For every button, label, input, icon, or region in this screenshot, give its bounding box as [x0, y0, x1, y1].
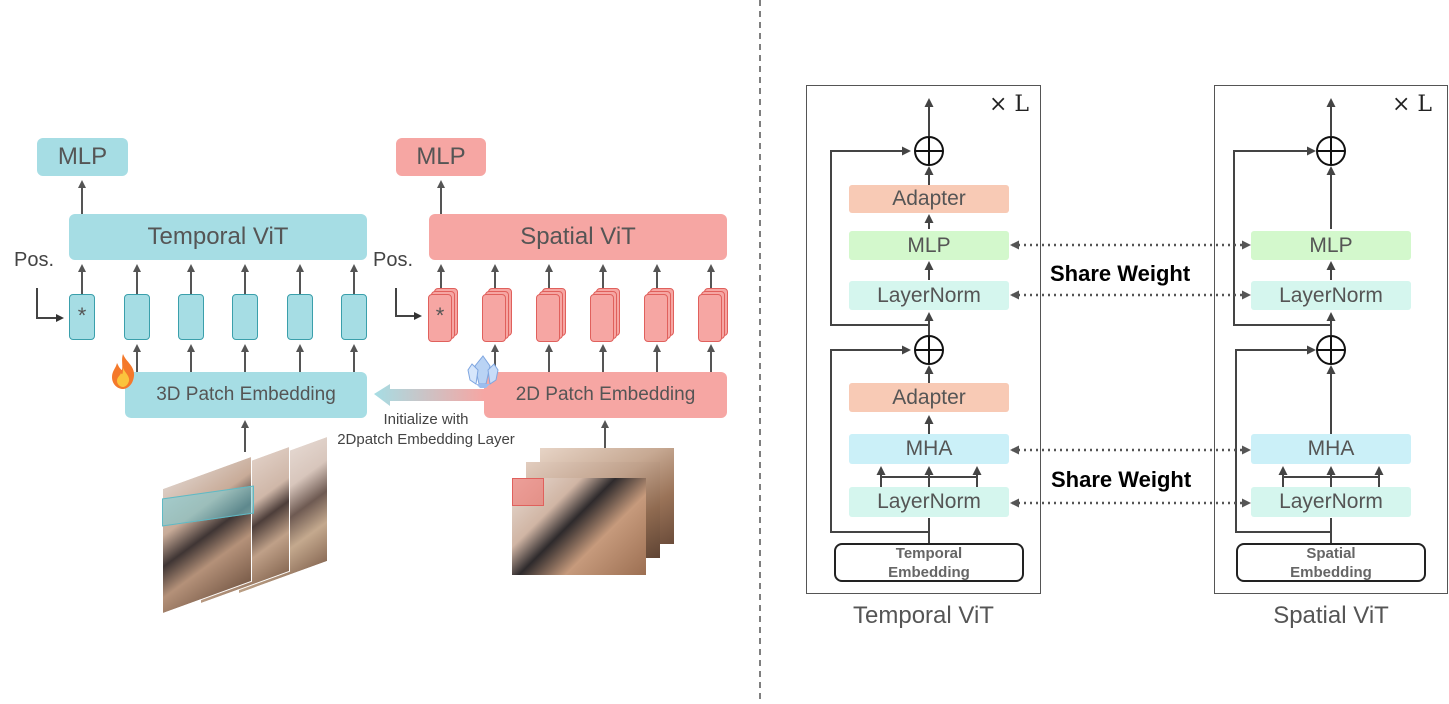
spatial-vit-block: Spatial ViT: [429, 214, 727, 260]
spatial-mlp-head: MLP: [396, 138, 486, 176]
mha-label: MHA: [905, 437, 953, 460]
temporal-mlp-head: MLP: [37, 138, 128, 176]
spatial-block-frame: [1214, 85, 1448, 594]
3d-patch-embedding-label: 3D Patch Embedding: [156, 384, 336, 405]
initialize-note-line-2: 2Dpatch Embedding Layer: [337, 431, 515, 448]
spatial-embedding: Spatial Embedding: [1236, 543, 1426, 582]
mlp-label: MLP: [1309, 233, 1353, 257]
temporal-embedding: Temporal Embedding: [834, 543, 1024, 582]
initialize-arrow: [374, 384, 484, 406]
temporal-embedding-line-2: Embedding: [888, 563, 970, 581]
spatial-embedding-line-1: Spatial: [1306, 544, 1356, 562]
adapter-label: Adapter: [892, 385, 966, 409]
spatial-token-stack: [590, 288, 622, 342]
temporal-token: [232, 294, 258, 340]
spatial-layernorm-bottom: LayerNorm: [1251, 487, 1411, 517]
share-weight-label-bottom: Share Weight: [1051, 467, 1192, 492]
spatial-token-stack: [644, 288, 676, 342]
layernorm-label: LayerNorm: [1279, 283, 1383, 307]
spatial-repeat-label: × L: [1392, 92, 1433, 117]
fire-icon: [112, 354, 135, 389]
2d-patch-embedding: 2D Patch Embedding: [484, 372, 727, 418]
snowflake-icon: [467, 355, 499, 388]
mlp-label: MLP: [907, 233, 951, 257]
temporal-token: [287, 294, 313, 340]
temporal-embedding-line-1: Temporal: [895, 544, 963, 562]
mha-label: MHA: [1307, 437, 1355, 460]
temporal-mlp-label: MLP: [57, 143, 108, 170]
initialize-note-line-1: Initialize with: [383, 411, 469, 428]
layernorm-label: LayerNorm: [1279, 490, 1383, 513]
cls-token-symbol: *: [77, 303, 87, 328]
temporal-adapter-bottom: Adapter: [849, 383, 1009, 412]
residual-add-icon: [914, 335, 944, 365]
patch-highlight: [512, 478, 544, 506]
video-frame-1: [512, 478, 646, 575]
layernorm-label: LayerNorm: [877, 490, 981, 513]
temporal-token: [178, 294, 204, 340]
temporal-mha: MHA: [849, 434, 1009, 464]
temporal-layernorm-top: LayerNorm: [849, 281, 1009, 310]
spatial-layernorm-top: LayerNorm: [1251, 281, 1411, 310]
temporal-vit-caption: Temporal ViT: [853, 602, 994, 629]
temporal-repeat-label: × L: [989, 92, 1030, 117]
cls-token-symbol: *: [435, 303, 445, 328]
spatial-vit-caption: Spatial ViT: [1273, 602, 1389, 629]
spatial-token-stack: [482, 288, 514, 342]
residual-add-icon: [914, 136, 944, 166]
spatial-token-stack: [698, 288, 730, 342]
temporal-layernorm-bottom: LayerNorm: [849, 487, 1009, 517]
temporal-mlp: MLP: [849, 231, 1009, 260]
layernorm-label: LayerNorm: [877, 283, 981, 307]
spatial-mlp: MLP: [1251, 231, 1411, 260]
spatial-cls-token: *: [428, 288, 460, 342]
temporal-block-frame: [806, 85, 1041, 594]
temporal-pos-label: Pos.: [14, 249, 55, 271]
temporal-token: [341, 294, 367, 340]
2d-patch-embedding-label: 2D Patch Embedding: [515, 384, 696, 405]
spatial-token-stack: [536, 288, 568, 342]
residual-add-icon: [1316, 335, 1346, 365]
temporal-cls-token: *: [69, 294, 95, 340]
3d-patch-embedding: 3D Patch Embedding: [125, 372, 367, 418]
adapter-label: Adapter: [892, 187, 966, 210]
share-weight-label-top: Share Weight: [1050, 261, 1191, 286]
residual-add-icon: [1316, 136, 1346, 166]
temporal-vit-label: Temporal ViT: [147, 223, 289, 250]
spatial-pos-label: Pos.: [373, 249, 414, 271]
temporal-token: [124, 294, 150, 340]
temporal-vit-block: Temporal ViT: [69, 214, 367, 260]
spatial-mha: MHA: [1251, 434, 1411, 464]
temporal-adapter-top: Adapter: [849, 185, 1009, 213]
spatial-vit-label: Spatial ViT: [520, 223, 636, 250]
spatial-embedding-line-2: Embedding: [1290, 563, 1372, 581]
initialize-note: Initialize with 2Dpatch Embedding Layer: [318, 410, 534, 450]
spatial-mlp-label: MLP: [416, 143, 466, 170]
